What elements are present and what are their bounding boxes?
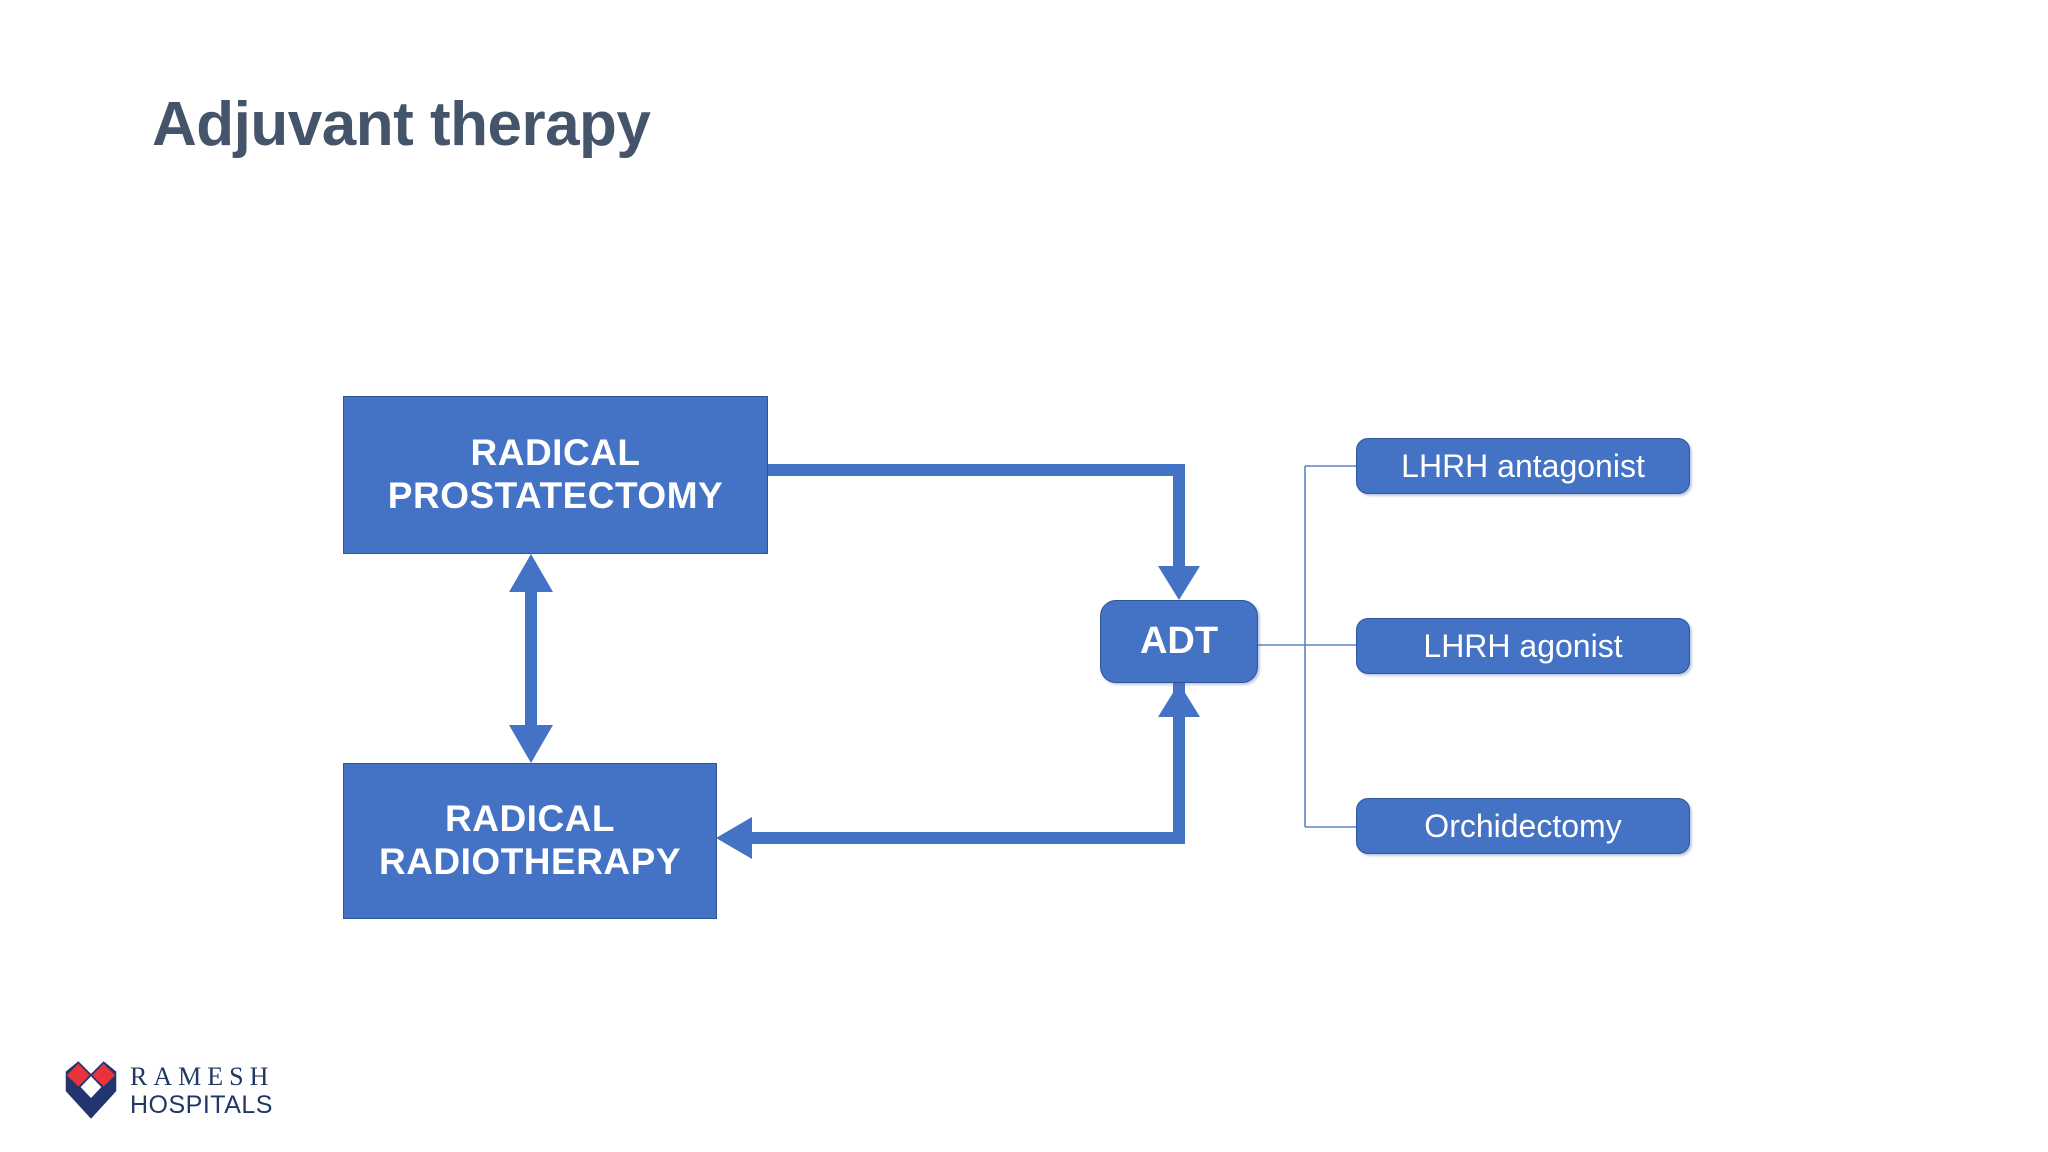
- node-lhrh-agonist[interactable]: LHRH agonist: [1356, 618, 1690, 674]
- node-label-stack: RADICAL PROSTATECTOMY: [388, 432, 723, 517]
- node-label: LHRH antagonist: [1401, 447, 1645, 484]
- node-orchidectomy[interactable]: Orchidectomy: [1356, 798, 1690, 854]
- logo-wordmark: RAMESH HOSPITALS: [130, 1062, 274, 1118]
- logo-brand-name: RAMESH: [130, 1062, 275, 1091]
- page-title: Adjuvant therapy: [152, 90, 651, 159]
- node-radical-prostatectomy[interactable]: RADICAL PROSTATECTOMY: [343, 396, 768, 554]
- node-radical-radiotherapy[interactable]: RADICAL RADIOTHERAPY: [343, 763, 717, 919]
- arrow-prostatectomy-radiotherapy-bidirectional: [509, 554, 553, 763]
- node-label-line-1: RADICAL: [470, 432, 641, 474]
- node-label-line-2: PROSTATECTOMY: [387, 475, 724, 516]
- node-label-line-1: RADICAL: [445, 798, 615, 840]
- node-label-line-2: RADIOTHERAPY: [378, 841, 682, 882]
- node-label: ADT: [1139, 619, 1219, 662]
- node-adt[interactable]: ADT: [1100, 600, 1258, 683]
- node-label: LHRH agonist: [1423, 627, 1623, 664]
- arrow-adt-to-radiotherapy: [716, 683, 1200, 859]
- arrow-prostatectomy-to-adt: [768, 464, 1200, 600]
- heart-logo-icon: [65, 1061, 117, 1119]
- node-label: Orchidectomy: [1424, 807, 1622, 844]
- ramesh-hospitals-logo: RAMESH HOSPITALS: [62, 1055, 322, 1125]
- node-lhrh-antagonist[interactable]: LHRH antagonist: [1356, 438, 1690, 494]
- logo-brand-subtitle: HOSPITALS: [130, 1091, 273, 1119]
- node-label-stack: RADICAL RADIOTHERAPY: [379, 798, 681, 883]
- adt-options-tree-connector: [1258, 465, 1356, 828]
